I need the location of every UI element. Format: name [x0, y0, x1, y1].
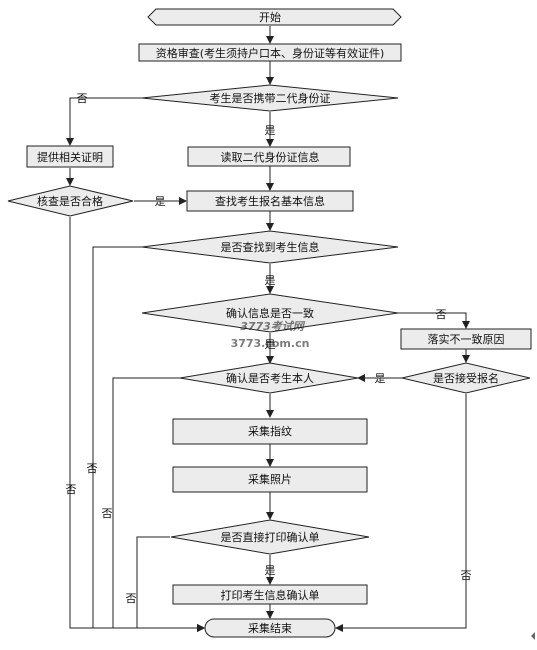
- label-found-no: 否: [87, 462, 98, 475]
- node-found-label: 是否查找到考生信息: [221, 240, 320, 254]
- node-start: 开始: [147, 8, 402, 26]
- node-check-ok: 核查是否合格: [7, 185, 134, 217]
- label-found-yes: 是: [265, 274, 276, 287]
- label-carry-no: 否: [77, 92, 88, 105]
- node-qualification: 资格审查(考生须持户口本、身份证等有效证件): [138, 43, 402, 62]
- label-carry-yes: 是: [265, 124, 276, 137]
- node-qualification-label: 资格审查(考生须持户口本、身份证等有效证件): [156, 46, 385, 60]
- label-accept-yes: 是: [375, 372, 386, 385]
- node-print-direct-label: 是否直接打印确认单: [221, 530, 320, 544]
- edge-carry-no: [66, 97, 142, 146]
- node-find-info-label: 查找考生报名基本信息: [215, 194, 325, 208]
- node-check-ok-label: 核查是否合格: [37, 194, 103, 208]
- label-print-yes: 是: [265, 564, 276, 577]
- watermark-url: 3773.com.cn: [231, 337, 310, 350]
- label-accept-no: 否: [461, 569, 472, 582]
- node-end-label: 采集结束: [248, 621, 292, 635]
- node-confirm-consistent: 确认信息是否一致: [141, 293, 399, 333]
- node-carry-id-label: 考生是否携带二代身份证: [210, 91, 331, 105]
- node-read-id: 读取二代身份证信息: [187, 146, 351, 167]
- label-consistent-no: 否: [436, 308, 447, 321]
- node-find-info: 查找考生报名基本信息: [186, 190, 354, 212]
- label-check-yes: 是: [155, 195, 166, 208]
- node-start-label: 开始: [259, 10, 281, 24]
- node-fingerprint: 采集指纹: [172, 418, 368, 445]
- node-photo: 采集照片: [172, 466, 368, 493]
- node-carry-id: 考生是否携带二代身份证: [141, 84, 399, 112]
- watermark-logo: 3773考试网: [240, 320, 306, 333]
- corner-mark-icon: [531, 632, 535, 640]
- node-photo-label: 采集照片: [248, 472, 292, 486]
- edge-accept-no: [335, 394, 467, 632]
- edges: [66, 26, 470, 632]
- node-read-id-label: 读取二代身份证信息: [221, 150, 320, 164]
- label-consistent-yes: 是: [265, 338, 276, 351]
- node-accept-label: 是否接受报名: [433, 371, 499, 385]
- label-print-no: 否: [126, 592, 137, 605]
- label-check-no: 否: [66, 483, 77, 496]
- node-provide-proof: 提供相关证明: [26, 145, 114, 168]
- node-investigate-label: 落实不一致原因: [428, 332, 505, 346]
- edge-consistent-no: [398, 312, 470, 329]
- node-end: 采集结束: [204, 618, 336, 638]
- node-confirm-consistent-label: 确认信息是否一致: [226, 306, 314, 320]
- node-confirm-self: 确认是否考生本人: [179, 362, 359, 394]
- node-print-direct: 是否直接打印确认单: [170, 519, 370, 555]
- node-provide-proof-label: 提供相关证明: [37, 150, 103, 164]
- node-print-confirm-label: 打印考生信息确认单: [221, 588, 320, 602]
- node-fingerprint-label: 采集指纹: [248, 424, 292, 438]
- edge-labels: 否 是 是 否 否 是 否 是 是 否 否 否 是: [66, 92, 472, 605]
- watermark: 3773考试网 3773.com.cn: [231, 320, 310, 350]
- label-self-no: 否: [102, 507, 113, 520]
- edge-print-no: [136, 536, 205, 632]
- node-accept: 是否接受报名: [401, 362, 531, 394]
- node-confirm-self-label: 确认是否考生本人: [226, 371, 314, 385]
- node-print-confirm: 打印考生信息确认单: [172, 584, 368, 605]
- node-investigate: 落实不一致原因: [400, 328, 532, 350]
- node-found: 是否查找到考生信息: [141, 230, 399, 264]
